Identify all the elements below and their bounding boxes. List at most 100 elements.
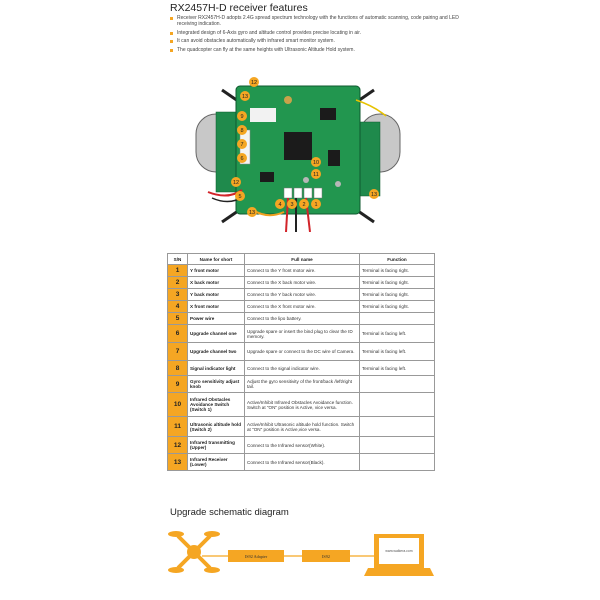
table-row: 9 Gyro sensitivity adjust knob Adjust th… [167, 375, 435, 393]
marker-8: 8 [237, 125, 247, 135]
table-row: 12 Infrared transmitting (Upper) Connect… [167, 436, 435, 454]
marker-13-right: 13 [369, 189, 379, 199]
row-short-name: Infrared Obstacles Avoidance Switch (Swi… [187, 392, 245, 417]
laptop-screen-label: www.walkera.com [385, 549, 412, 553]
row-short-name: Signal indicator light [187, 360, 245, 376]
table-row: 7 Upgrade channel two Upgrade spare or c… [167, 342, 435, 361]
table-row: 8 Signal indicator light Connect to the … [167, 360, 435, 376]
svg-text:13: 13 [249, 210, 255, 216]
row-short-name: Gyro sensitivity adjust knob [187, 375, 245, 393]
motor-plug [303, 187, 313, 199]
row-function: Terminal is facing left. [359, 360, 435, 376]
svg-text:11: 11 [313, 172, 319, 178]
row-function [359, 416, 435, 437]
svg-text:3: 3 [290, 202, 293, 208]
row-short-name: X back motor [187, 276, 245, 289]
svg-text:8: 8 [240, 128, 243, 134]
adapter-box [228, 550, 284, 562]
upgrade-schematic-diagram: IS92 Adapter IS92 www.walkera.com [168, 531, 434, 576]
feature-item: Integrated design of 6-Axis gyro and alt… [170, 30, 470, 36]
svg-text:10: 10 [313, 160, 319, 166]
row-function [359, 392, 435, 417]
marker-7: 7 [237, 139, 247, 149]
row-sn: 9 [167, 375, 188, 393]
quadcopter-icon [168, 531, 220, 573]
row-function [359, 453, 435, 471]
row-sn: 10 [167, 392, 188, 417]
table-row: 5 Power wire Connect to the lipo battery… [167, 312, 435, 325]
svg-text:7: 7 [240, 142, 243, 148]
board-markers: 12 13 9 8 7 6 10 11 12 5 13 4 3 2 1 13 [231, 77, 379, 217]
marker-6: 6 [237, 153, 247, 163]
marker-1: 1 [311, 199, 321, 209]
row-full-name: Connect to the lipo battery. [244, 312, 360, 325]
row-function [359, 436, 435, 454]
row-short-name: X front motor [187, 300, 245, 313]
usb-box [302, 550, 350, 562]
table-row: 2 X back motor Connect to the X back mot… [167, 276, 435, 289]
table-row: 1 Y front motor Connect to the Y front m… [167, 264, 435, 277]
mcu-chip [284, 132, 312, 160]
row-function: Terminal is facing right. [359, 276, 435, 289]
row-sn: 5 [167, 312, 188, 325]
chip [328, 150, 340, 166]
upgrade-section-title: Upgrade schematic diagram [170, 507, 289, 518]
marker-9: 9 [237, 111, 247, 121]
motor-plug [313, 187, 323, 199]
row-sn: 12 [167, 436, 188, 454]
component [335, 181, 341, 187]
row-short-name: Y front motor [187, 264, 245, 277]
header-function: Function [359, 253, 435, 265]
marker-13: 13 [240, 91, 250, 101]
row-sn: 8 [167, 360, 188, 376]
receiver-spec-table: S/N Name for short Full name Function 1 … [167, 253, 435, 471]
row-sn: 3 [167, 288, 188, 301]
table-header-row: S/N Name for short Full name Function [167, 253, 435, 265]
marker-13-lower: 13 [247, 207, 257, 217]
chip [320, 108, 336, 120]
feature-item: The quadcopter can fly at the same heigh… [170, 47, 470, 53]
row-function [359, 312, 435, 325]
row-sn: 7 [167, 342, 188, 361]
row-full-name: Upgrade spare or connect to the DC wire … [244, 342, 360, 361]
marker-10: 10 [311, 157, 321, 167]
row-short-name: Y back motor [187, 288, 245, 301]
row-sn: 11 [167, 416, 188, 437]
marker-3: 3 [287, 199, 297, 209]
svg-text:6: 6 [240, 156, 243, 162]
svg-text:2: 2 [302, 202, 305, 208]
row-function: Terminal is facing left. [359, 324, 435, 343]
row-short-name: Upgrade channel two [187, 342, 245, 361]
marker-4: 4 [275, 199, 285, 209]
yellow-wire [355, 99, 387, 117]
marker-12-lower: 12 [231, 177, 241, 187]
table-row: 11 Ultrasonic altitude hold (Switch 2) A… [167, 416, 435, 437]
motor-plug [293, 187, 303, 199]
row-short-name: Upgrade channel one [187, 324, 245, 343]
laptop-icon: www.walkera.com [364, 534, 434, 576]
row-short-name: Infrared Receiver (Lower) [187, 453, 245, 471]
row-short-name: Ultrasonic altitude hold (Switch 2) [187, 416, 245, 437]
board-label [250, 108, 276, 122]
table-row: 4 X front motor Connect to the X front m… [167, 300, 435, 313]
row-sn: 1 [167, 264, 188, 277]
header-short-name: Name for short [187, 253, 245, 265]
component [284, 96, 292, 104]
features-list: Receiver RX2457H-D adopts 2.4G spread sp… [170, 15, 470, 55]
marker-11: 11 [311, 169, 321, 179]
feature-item: Receiver RX2457H-D adopts 2.4G spread sp… [170, 15, 470, 27]
table-row: 3 Y back motor Connect to the Y back mot… [167, 288, 435, 301]
table-row: 10 Infrared Obstacles Avoidance Switch (… [167, 392, 435, 417]
svg-text:13: 13 [242, 94, 248, 100]
svg-text:12: 12 [233, 180, 239, 186]
motor-plug [283, 187, 293, 199]
row-sn: 13 [167, 453, 188, 471]
svg-text:5: 5 [238, 194, 241, 200]
header-sn: S/N [167, 253, 188, 265]
marker-2: 2 [299, 199, 309, 209]
table-row: 6 Upgrade channel one Upgrade spare or i… [167, 324, 435, 343]
row-full-name: Adjust the gyro sensitivity of the front… [244, 375, 360, 393]
row-full-name: Upgrade spare or insert the bind plug to… [244, 324, 360, 343]
row-full-name: Connect to the Y back motor wire. [244, 288, 360, 301]
adapter-label: IS92 Adapter [245, 554, 268, 559]
